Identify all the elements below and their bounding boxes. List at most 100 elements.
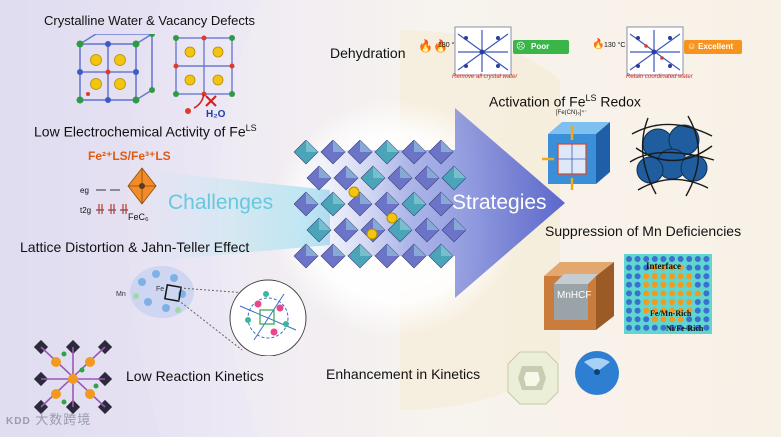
interface-grid-dot	[677, 299, 684, 305]
strategies-label: Strategies	[452, 191, 547, 214]
challenge-crystalline-water-title: Crystalline Water & Vacancy Defects	[44, 13, 255, 28]
interface-grid-dot	[626, 256, 632, 262]
interface-grid-dot	[686, 290, 693, 297]
interface-grid-dot	[651, 273, 658, 280]
hollow-cube-figure	[507, 351, 559, 405]
temp-low-label: 130 °C	[604, 42, 626, 49]
lattice-octahedron	[320, 243, 346, 269]
interface-grid-dot	[626, 281, 632, 288]
interface-grid-dot	[669, 264, 675, 271]
interface-grid-dot	[660, 307, 667, 314]
ni-fe-rich-label: Ni/Fe-Rich	[666, 324, 704, 333]
t2g-label: t2g	[80, 206, 92, 215]
interface-grid-dot	[703, 256, 710, 262]
strategy-fe-activation-title: Activation of FeLS Redox	[489, 93, 641, 110]
interface-grid-dot	[694, 281, 701, 288]
interface-grid-dot	[626, 264, 632, 271]
lattice-octahedron	[347, 140, 373, 165]
interface-grid-dot	[634, 307, 641, 314]
lattice-octahedron	[428, 243, 454, 269]
interface-grid-dot	[703, 273, 710, 280]
excellent-label: Excellent	[698, 42, 734, 51]
interface-grid-dot	[694, 299, 701, 305]
lattice-octahedron	[428, 191, 454, 217]
sad-face-icon: ☹	[516, 41, 526, 51]
interface-grid-dot	[651, 299, 658, 305]
lattice-octahedron	[294, 243, 319, 269]
interface-grid-dot	[651, 307, 658, 314]
interface-label: Interface	[646, 261, 681, 271]
lattice-octahedron	[374, 243, 400, 269]
interface-grid-dot	[686, 273, 693, 280]
watermark: KDD 大数跨境	[6, 413, 91, 427]
interface-grid-dot	[660, 256, 667, 262]
interface-grid-dot	[677, 307, 684, 314]
interface-grid-dot	[626, 299, 632, 305]
lattice-octahedron	[306, 217, 332, 243]
temp-high-label: 180 °C	[438, 42, 460, 49]
retain-water-caption: Retain coordinated water	[626, 74, 693, 80]
interface-grid-dot	[660, 273, 667, 280]
lattice-octahedron	[306, 165, 332, 191]
lattice-octahedron	[441, 217, 466, 243]
interface-grid-dot	[694, 264, 701, 271]
lattice-octahedron	[387, 165, 413, 191]
interface-grid-dot	[686, 264, 693, 271]
lattice-octahedron	[374, 140, 400, 165]
interface-grid-dot	[660, 324, 667, 331]
interface-grid-dot	[677, 273, 684, 280]
interface-grid-dot	[703, 290, 710, 297]
flame-icon-low: 🔥	[592, 39, 605, 50]
interface-grid-dot	[686, 256, 693, 262]
left-inner-band	[0, 0, 160, 437]
lattice-cation	[366, 228, 378, 240]
challenge-fe-activity-title: Low Electrochemical Activity of FeLS	[34, 123, 257, 140]
lattice-octahedron	[333, 217, 359, 243]
fec6-label: FeC₆	[128, 212, 149, 222]
strategy-mn-deficiency-title: Suppression of Mn Deficiencies	[545, 223, 742, 239]
dehydration-structure-left	[454, 26, 512, 76]
lattice-octahedron	[441, 165, 466, 191]
lattice-octahedron	[320, 140, 346, 165]
lattice-octahedron	[401, 191, 427, 217]
interface-grid-dot	[686, 307, 693, 314]
h2o-label: H₂O	[206, 109, 226, 120]
orbital-splitting-diagram	[96, 167, 157, 214]
interface-grid-dot	[669, 273, 675, 280]
interface-grid-dot	[694, 316, 701, 323]
jahn-teller-distortion-figure	[130, 266, 307, 356]
interface-grid-dot	[651, 256, 658, 262]
interface-grid-dot	[634, 256, 641, 262]
lattice-octahedron	[401, 140, 427, 165]
interface-grid-dot	[643, 316, 650, 323]
interface-grid-dot	[651, 290, 658, 297]
lattice-cation	[348, 186, 360, 198]
interface-grid-dot	[694, 324, 701, 331]
interface-grid-dot	[660, 264, 667, 271]
interface-grid-dot	[703, 324, 710, 331]
dehydration-structure-right	[626, 26, 684, 76]
interface-grid-dot	[626, 324, 632, 331]
interface-grid-dot	[643, 307, 650, 314]
interface-grid-dot	[669, 316, 675, 323]
poor-label: Poor	[531, 42, 550, 51]
interface-grid-dot	[634, 299, 641, 305]
challenge-low-kinetics-title: Low Reaction Kinetics	[126, 368, 264, 384]
interface-grid-dot	[694, 307, 701, 314]
ferrocyanide-formula: [Fe(CN)₆]⁴⁻	[556, 110, 588, 116]
lattice-octahedron	[414, 165, 440, 191]
interface-grid-dot	[677, 264, 684, 271]
lattice-octahedron	[294, 191, 319, 217]
interface-grid-dot	[643, 264, 650, 271]
interface-grid-dot	[677, 290, 684, 297]
interface-grid-dot	[643, 273, 650, 280]
fe-mn-rich-label: Fe/Mn-Rich	[650, 309, 692, 318]
lattice-octahedron	[347, 243, 373, 269]
interface-grid-dot	[643, 281, 650, 288]
mn-label: Mn	[116, 291, 126, 298]
excellent-badge: ☺ Excellent	[684, 40, 742, 54]
interface-grid-dot	[634, 264, 641, 271]
interface-grid-dot	[626, 316, 632, 323]
mnhcf-label: MnHCF	[557, 290, 591, 301]
interface-grid-dot	[660, 290, 667, 297]
